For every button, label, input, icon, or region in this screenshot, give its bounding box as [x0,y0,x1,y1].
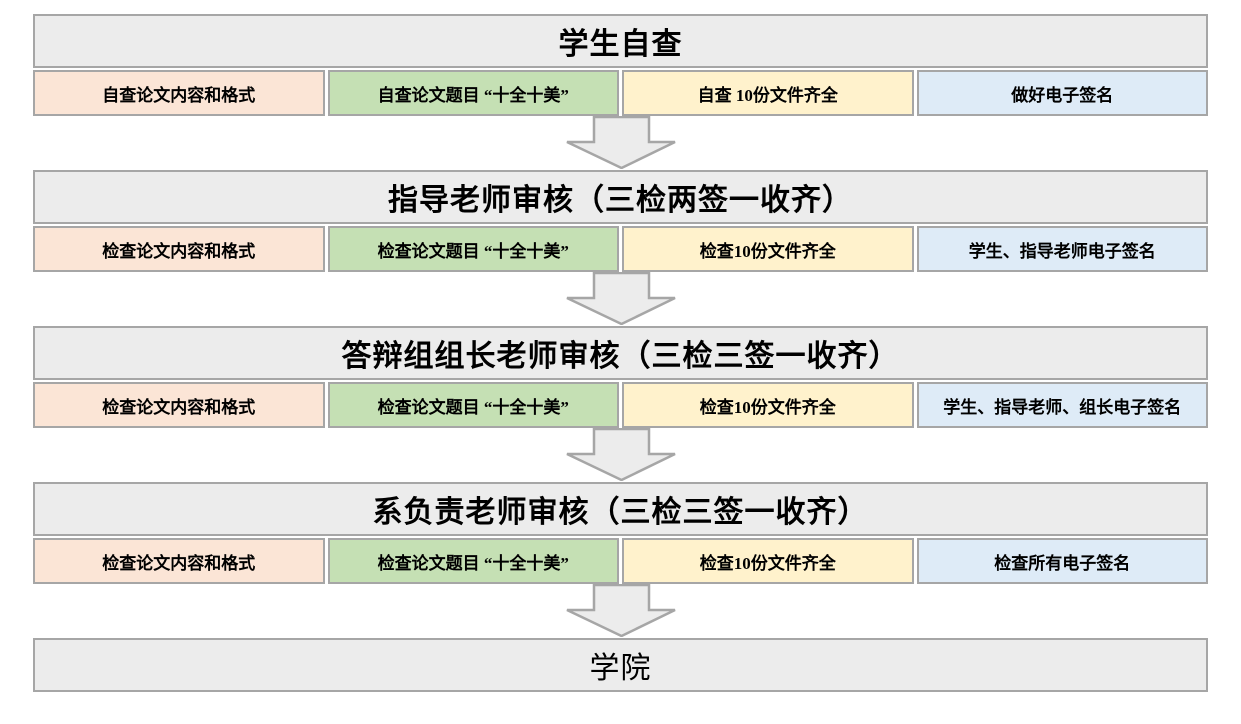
section-steps-row: 检查论文内容和格式检查论文题目 “十全十美”检查10份文件齐全检查所有电子签名 [33,538,1208,584]
down-arrow-icon [565,428,676,481]
down-arrow-icon [565,116,676,169]
flow-section-1: 指导老师审核（三检两签一收齐）检查论文内容和格式检查论文题目 “十全十美”检查1… [33,170,1208,272]
flow-arrow-row [33,428,1208,481]
step-box-yellow: 检查10份文件齐全 [622,226,914,272]
section-title: 学院 [33,638,1208,692]
step-box-yellow: 自查 10份文件齐全 [622,70,914,116]
down-arrow-icon [565,272,676,325]
flow-section-4: 学院 [33,638,1208,692]
flow-arrow-row [33,272,1208,325]
flow-section-3: 系负责老师审核（三检三签一收齐）检查论文内容和格式检查论文题目 “十全十美”检查… [33,482,1208,584]
down-arrow-icon [565,584,676,637]
flow-section-0: 学生自查自查论文内容和格式自查论文题目 “十全十美”自查 10份文件齐全做好电子… [33,14,1208,116]
step-box-yellow: 检查10份文件齐全 [622,538,914,584]
step-box-blue: 学生、指导老师电子签名 [916,226,1208,272]
step-box-yellow: 检查10份文件齐全 [622,382,914,428]
section-steps-row: 自查论文内容和格式自查论文题目 “十全十美”自查 10份文件齐全做好电子签名 [33,70,1208,116]
flow-arrow-row [33,116,1208,169]
step-box-green: 检查论文题目 “十全十美” [327,382,619,428]
step-box-peach: 检查论文内容和格式 [33,382,325,428]
step-box-blue: 做好电子签名 [916,70,1208,116]
thesis-review-flowchart: 学生自查自查论文内容和格式自查论文题目 “十全十美”自查 10份文件齐全做好电子… [33,14,1208,692]
section-steps-row: 检查论文内容和格式检查论文题目 “十全十美”检查10份文件齐全学生、指导老师、组… [33,382,1208,428]
section-title: 系负责老师审核（三检三签一收齐） [33,482,1208,536]
step-box-blue: 检查所有电子签名 [916,538,1208,584]
section-title: 指导老师审核（三检两签一收齐） [33,170,1208,224]
flow-section-2: 答辩组组长老师审核（三检三签一收齐）检查论文内容和格式检查论文题目 “十全十美”… [33,326,1208,428]
step-box-green: 检查论文题目 “十全十美” [327,538,619,584]
step-box-green: 检查论文题目 “十全十美” [327,226,619,272]
section-title: 学生自查 [33,14,1208,68]
step-box-peach: 检查论文内容和格式 [33,538,325,584]
section-steps-row: 检查论文内容和格式检查论文题目 “十全十美”检查10份文件齐全学生、指导老师电子… [33,226,1208,272]
step-box-peach: 检查论文内容和格式 [33,226,325,272]
flow-arrow-row [33,584,1208,637]
step-box-green: 自查论文题目 “十全十美” [327,70,619,116]
step-box-peach: 自查论文内容和格式 [33,70,325,116]
step-box-blue: 学生、指导老师、组长电子签名 [916,382,1208,428]
section-title: 答辩组组长老师审核（三检三签一收齐） [33,326,1208,380]
